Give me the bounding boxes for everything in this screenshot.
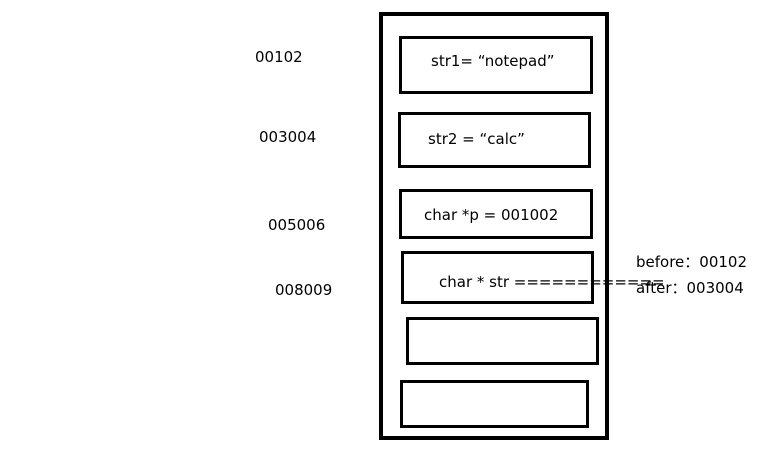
memory-cell bbox=[399, 36, 593, 94]
cell-text: char *p = 001002 bbox=[424, 206, 559, 224]
cell-text: str2 = “calc” bbox=[428, 130, 525, 148]
memory-cell bbox=[401, 251, 594, 304]
memory-cell bbox=[400, 380, 589, 428]
memory-cell bbox=[406, 317, 599, 365]
cell-text: str1= “notepad” bbox=[431, 52, 555, 70]
memory-column bbox=[379, 12, 609, 440]
after-annotation: after：003004 bbox=[636, 279, 744, 297]
address-label: 008009 bbox=[275, 281, 333, 299]
before-annotation: before：00102 bbox=[636, 253, 747, 271]
address-label: 00102 bbox=[255, 48, 303, 66]
memory-cell bbox=[399, 189, 593, 239]
memory-cell bbox=[398, 112, 591, 168]
address-label: 005006 bbox=[268, 216, 326, 234]
address-label: 003004 bbox=[259, 128, 317, 146]
cell-text: char * str ============ bbox=[439, 273, 665, 291]
